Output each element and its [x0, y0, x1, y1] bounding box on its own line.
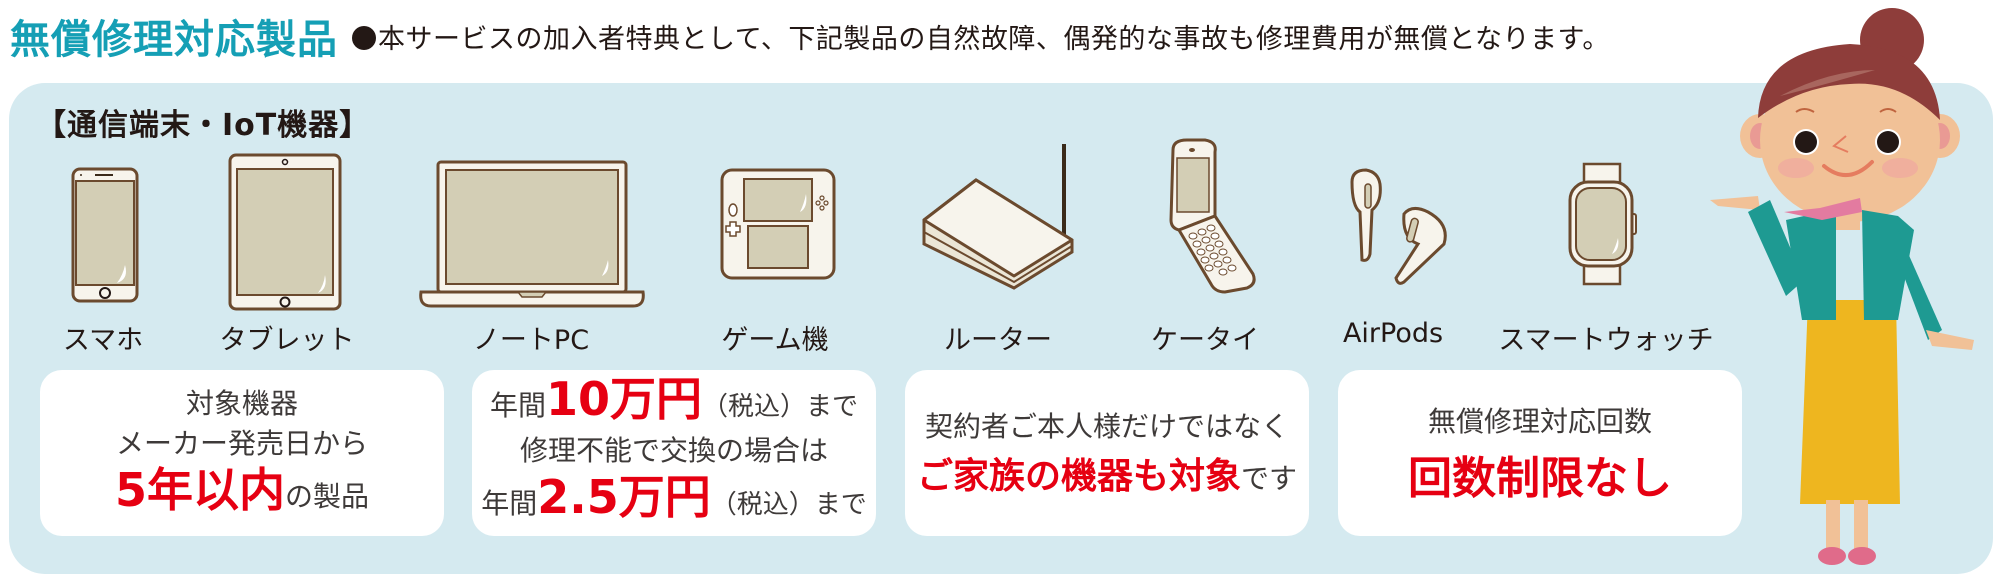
device-label-airpods: AirPods	[1342, 318, 1444, 349]
device-label-router: ルーター	[944, 325, 1052, 356]
repair-count-label: 無償修理対応回数	[1427, 405, 1652, 438]
family-highlight: ご家族の機器も対象	[916, 456, 1241, 497]
section-title: 【通信端末・IoT機器】	[36, 108, 371, 143]
page-title: 無償修理対応製品	[10, 17, 338, 63]
smartphone-icon	[71, 167, 139, 303]
laptop-icon	[419, 160, 645, 308]
repair-count-highlight: 回数制限なし	[1408, 453, 1672, 504]
flip-phone-icon	[1169, 138, 1256, 294]
family-card: 契約者ご本人様だけではなく ご家族の機器も対象です	[905, 370, 1309, 536]
device-label-smartphone: スマホ	[62, 325, 144, 356]
bullet-icon	[352, 25, 376, 50]
coverage-annual-limit: 10万円	[545, 372, 702, 426]
header: 無償修理対応製品 本サービスの加入者特典として、下記製品の自然故障、偶発的な事故…	[10, 6, 1610, 66]
earbuds-icon	[1350, 168, 1447, 285]
eligibility-line2: メーカー発売日から	[115, 426, 368, 460]
coverage-line3: 年間2.5万円（税込）まで	[481, 470, 867, 524]
eligibility-highlight: 5年以内	[114, 462, 285, 517]
coverage-line1: 年間10万円（税込）まで	[489, 372, 859, 426]
device-label-laptop: ノートPC	[472, 325, 590, 356]
coverage-replacement-limit: 2.5万円	[537, 470, 711, 524]
tablet-icon	[228, 153, 342, 311]
game-console-icon	[720, 168, 836, 280]
device-label-smartwatch: スマートウォッチ	[1498, 325, 1714, 356]
repair-count-card: 無償修理対応回数 回数制限なし	[1338, 370, 1742, 536]
smartwatch-icon	[1568, 162, 1637, 286]
eligibility-card: 対象機器 メーカー発売日から 5年以内の製品	[40, 370, 444, 536]
family-line2: ご家族の機器も対象です	[916, 456, 1298, 497]
eligibility-line1: 対象機器	[185, 386, 298, 420]
eligibility-line3: 5年以内の製品	[114, 462, 370, 517]
coverage-card: 年間10万円（税込）まで 修理不能で交換の場合は 年間2.5万円（税込）まで	[472, 370, 876, 536]
device-label-tablet: タブレット	[219, 325, 355, 356]
router-icon	[922, 144, 1074, 290]
family-line1: 契約者ご本人様だけではなく	[924, 410, 1289, 443]
header-description: 本サービスの加入者特典として、下記製品の自然故障、偶発的な事故も修理費用が無償と…	[352, 17, 1610, 56]
device-label-flip-phone: ケータイ	[1151, 325, 1259, 356]
device-label-game-console: ゲーム機	[721, 325, 829, 356]
guide-character-illustration	[1710, 8, 1974, 565]
coverage-line2: 修理不能で交換の場合は	[519, 434, 828, 467]
